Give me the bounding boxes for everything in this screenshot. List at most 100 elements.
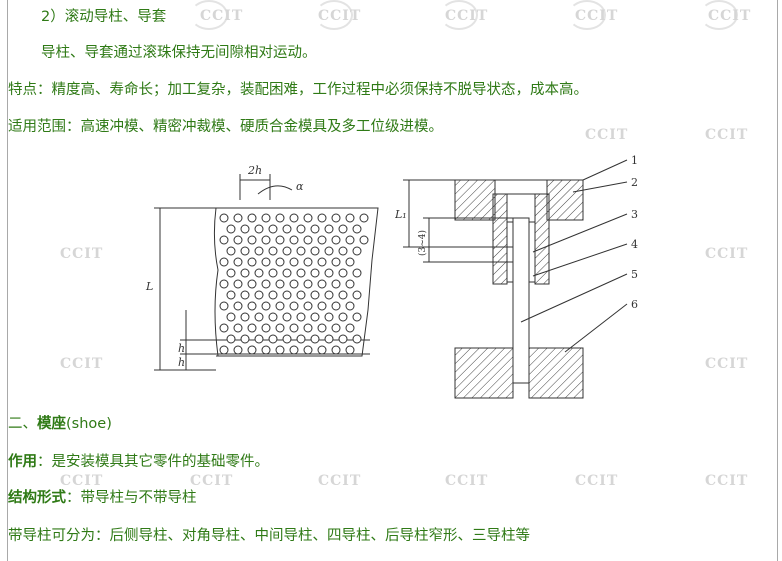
ball [345, 301, 355, 311]
watermark-text: CCIT [200, 8, 244, 24]
cage-left [506, 221, 514, 283]
ball [233, 213, 243, 223]
ball [261, 257, 271, 267]
paragraph-role: 作用：是安装模具其它零件的基础零件。 [8, 453, 269, 471]
label-length: L [145, 280, 153, 293]
leader-4 [532, 243, 628, 277]
cage-left-edge [213, 207, 219, 357]
watermark-text: CCIT [575, 8, 619, 24]
label-2h: 2h [247, 164, 262, 177]
ball [275, 213, 285, 223]
ball [226, 268, 236, 278]
ball [275, 301, 285, 311]
section-number: 二、 [8, 416, 37, 432]
ball [317, 323, 327, 333]
ball [240, 246, 250, 256]
leader-6 [564, 303, 628, 353]
part-number-4: 4 [631, 238, 638, 251]
role-label: 作用 [8, 454, 37, 470]
ball [268, 290, 278, 300]
ball [331, 213, 341, 223]
watermark-text: CCIT [190, 473, 234, 489]
frame-right-border [777, 0, 778, 561]
ball [254, 268, 264, 278]
ball [219, 323, 229, 333]
watermark-text: CCIT [445, 8, 489, 24]
ball [345, 345, 355, 355]
ball [289, 213, 299, 223]
ball [233, 257, 243, 267]
ball [289, 257, 299, 267]
structure-text: ：带导柱与不带导柱 [66, 490, 197, 506]
ball [289, 235, 299, 245]
upper-plate-left [454, 179, 496, 221]
watermark-text: CCIT [705, 246, 749, 262]
paragraph-features: 特点：精度高、寿命长；加工复杂，装配困难，工作过程中必须保持不脱导状态，成本高。 [8, 82, 588, 98]
section-heading-shoe: 二、模座(shoe) [8, 415, 112, 433]
ball [338, 224, 348, 234]
bushing-wall-right [534, 193, 550, 285]
guide-post [512, 217, 530, 384]
ball [219, 257, 229, 267]
ball [268, 312, 278, 322]
heading-rolling-guide: 2）滚动导柱、导套 [41, 9, 167, 25]
ball [268, 224, 278, 234]
ball [331, 301, 341, 311]
ball [310, 268, 320, 278]
watermark-swirl [315, 0, 353, 30]
ball [317, 301, 327, 311]
frame-left-border [7, 0, 8, 561]
watermark-text: CCIT [60, 356, 104, 372]
watermark-text: CCIT [575, 473, 619, 489]
ball [275, 323, 285, 333]
watermark-swirl [700, 0, 738, 30]
part-number-6: 6 [631, 298, 638, 311]
ball [233, 279, 243, 289]
ball [338, 290, 348, 300]
label-l1: L₁ [395, 208, 407, 221]
bushing-flange [494, 179, 548, 195]
ball [268, 334, 278, 344]
ball [219, 235, 229, 245]
ball [324, 334, 334, 344]
watermark-text: CCIT [708, 8, 752, 24]
ball [282, 268, 292, 278]
ball [261, 301, 271, 311]
ball [233, 235, 243, 245]
ball [317, 235, 327, 245]
watermark-text: CCIT [585, 127, 629, 143]
ball [303, 257, 313, 267]
ball [240, 224, 250, 234]
paragraph-structure: 结构形式：带导柱与不带导柱 [8, 489, 197, 507]
ball [338, 312, 348, 322]
ball [296, 334, 306, 344]
ball [310, 334, 320, 344]
part-number-5: 5 [631, 268, 638, 281]
ball [352, 334, 362, 344]
ball [352, 290, 362, 300]
paragraph-guide-types: 带导柱可分为：后侧导柱、对角导柱、中间导柱、四导柱、后导柱窄形、三导柱等 [8, 528, 530, 544]
ball [331, 257, 341, 267]
ball [275, 257, 285, 267]
ball [359, 213, 369, 223]
ball [226, 290, 236, 300]
ball [261, 279, 271, 289]
ball [338, 246, 348, 256]
ball [296, 312, 306, 322]
figure-ball-cage: 2h α L h h [145, 164, 379, 371]
ball [226, 224, 236, 234]
ball [352, 268, 362, 278]
ball [254, 290, 264, 300]
label-alpha: α [296, 180, 304, 193]
ball [282, 290, 292, 300]
watermark-text: CCIT [318, 8, 362, 24]
ball [268, 268, 278, 278]
figure-guide-post-assembly: 1 2 3 4 5 6 L₁ (3~4) [395, 154, 638, 399]
cage-outline [216, 207, 379, 357]
ball [261, 323, 271, 333]
ball [226, 312, 236, 322]
ball [261, 235, 271, 245]
ball [317, 257, 327, 267]
ball [268, 246, 278, 256]
ball [219, 301, 229, 311]
